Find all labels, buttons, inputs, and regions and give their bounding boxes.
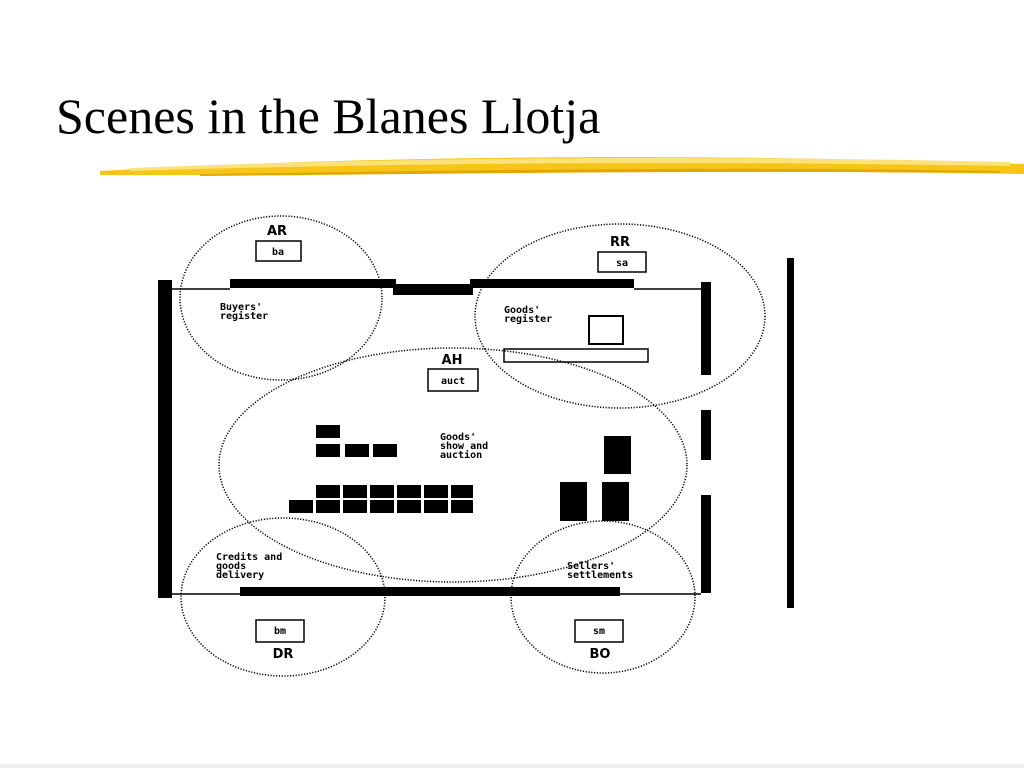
scene-circle-rr <box>474 223 766 409</box>
area-label-bo-line2: settlements <box>567 570 633 581</box>
underline-stroke-dark <box>200 168 1000 176</box>
area-label-bo-line1: Sellers' <box>567 561 615 572</box>
scene-circles <box>179 215 766 677</box>
building-thin-lines <box>172 288 701 595</box>
role-label-bo: BO <box>590 647 611 662</box>
role-label-ah: AH <box>442 353 463 368</box>
area-label-ar-line2: register <box>220 310 268 322</box>
scene-dr: bm DR Credits and goods delivery <box>216 551 293 662</box>
agent-boxes <box>255 240 647 643</box>
underline-stroke-light <box>130 157 1010 171</box>
area-label-dr-line2: goods <box>216 561 246 572</box>
wall-bottom <box>240 587 620 596</box>
role-label-dr: DR <box>273 647 294 662</box>
agent-label-bm: bm <box>274 626 286 637</box>
wall-left <box>158 280 172 598</box>
area-label-ah-line1: Goods' <box>440 432 476 443</box>
area-label-ar-line1: Buyers' <box>220 302 262 313</box>
wall-right-upper <box>701 282 711 375</box>
area-label-rr-line1: Goods' <box>504 305 540 316</box>
wall-top-door <box>393 284 473 295</box>
auction-benches <box>289 425 473 513</box>
agent-label-auct: auct <box>441 376 465 387</box>
title-underline-brush-stroke <box>100 157 1024 176</box>
building-walls <box>158 258 794 608</box>
role-label-rr: RR <box>610 235 630 250</box>
area-label-ah-line2: show and <box>440 441 488 452</box>
wall-right-lower <box>701 495 711 593</box>
area-label-dr-line3: delivery <box>216 569 264 581</box>
scene-circle-bo <box>510 520 696 674</box>
wall-top-right <box>470 279 634 288</box>
scene-bo: sm BO Sellers' settlements <box>567 561 633 662</box>
role-label-ar: AR <box>267 224 287 239</box>
area-label-ah-line3: auction <box>440 449 482 461</box>
scene-circle-dr <box>180 517 386 677</box>
scene-ar: AR ba Buyers' register <box>220 224 287 322</box>
scene-circle-ar <box>179 215 383 381</box>
agent-label-sa: sa <box>616 258 628 269</box>
scene-circle-ah <box>218 347 688 583</box>
scene-ah: AH auct Goods' show and auction <box>440 353 488 461</box>
agent-box-ba <box>255 240 302 262</box>
agent-label-ba: ba <box>272 247 284 258</box>
agent-box-bm <box>255 619 305 643</box>
register-counter <box>503 348 649 363</box>
agent-label-sm: sm <box>593 626 605 637</box>
bottom-rule <box>0 764 1024 768</box>
agent-box-sm <box>574 619 624 643</box>
agent-box-auct <box>427 368 479 392</box>
area-label-dr-line1: Credits and <box>216 551 282 563</box>
goods-display-blocks <box>560 436 631 521</box>
goods-register-furniture <box>503 315 649 363</box>
slide-title: Scenes in the Blanes Llotja <box>56 88 601 144</box>
outer-wall <box>787 258 794 608</box>
register-box <box>588 315 624 345</box>
scene-rr: RR sa Goods' register <box>504 235 630 325</box>
area-label-rr-line2: register <box>504 313 552 325</box>
agent-box-sa <box>597 251 647 273</box>
wall-top-left <box>230 279 396 288</box>
wall-right-middle <box>701 410 711 460</box>
